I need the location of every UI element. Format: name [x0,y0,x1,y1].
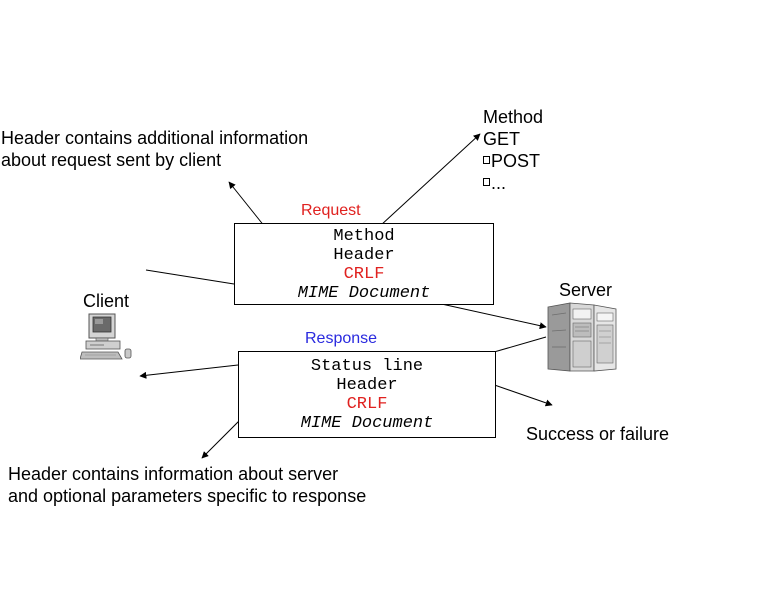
method-list-title: Method [483,107,544,127]
response-status-line: Status line [310,357,424,376]
response-header-note: Header contains information about server… [8,463,366,507]
response-mime-line: MIME Document [300,414,434,433]
status-note: Success or failure [526,424,670,444]
method-item-post: POST [483,150,543,172]
server-response-line [493,336,547,353]
client-label: Client [83,291,130,311]
method-item-get: GET [483,129,521,149]
server-label: Server [559,280,613,300]
request-mime-line: MIME Document [297,284,431,303]
desktop-computer-icon [80,313,132,360]
method-item-more: ... [483,172,543,194]
request-label: Request [301,202,361,219]
method-list: Method GET POST ... [483,106,543,194]
request-crlf-line: CRLF [343,265,385,284]
client-request-line [145,269,235,285]
bullet-icon [483,178,490,186]
request-method-line: Method [333,227,395,246]
response-message-box: Status line Header CRLF MIME Document [238,351,496,438]
response-crlf-line: CRLF [346,395,388,414]
response-label: Response [305,330,378,347]
response-header-note-line-1: Header contains information about server [8,464,339,484]
request-message-box: Method Header CRLF MIME Document [234,223,494,305]
request-header-line: Header [333,246,395,265]
response-header-line: Header [336,376,398,395]
bullet-icon [483,156,490,164]
response-header-note-line-2: and optional parameters specific to resp… [8,486,367,506]
server-rack-icon [547,302,617,372]
response-client-arrow [139,364,239,379]
request-header-note-line-1: Header contains additional information [1,128,309,148]
request-server-arrow [436,302,547,330]
request-header-note-line-2: about request sent by client [1,150,222,170]
request-header-note: Header contains additional information a… [1,127,308,171]
method-arrow [379,133,481,227]
